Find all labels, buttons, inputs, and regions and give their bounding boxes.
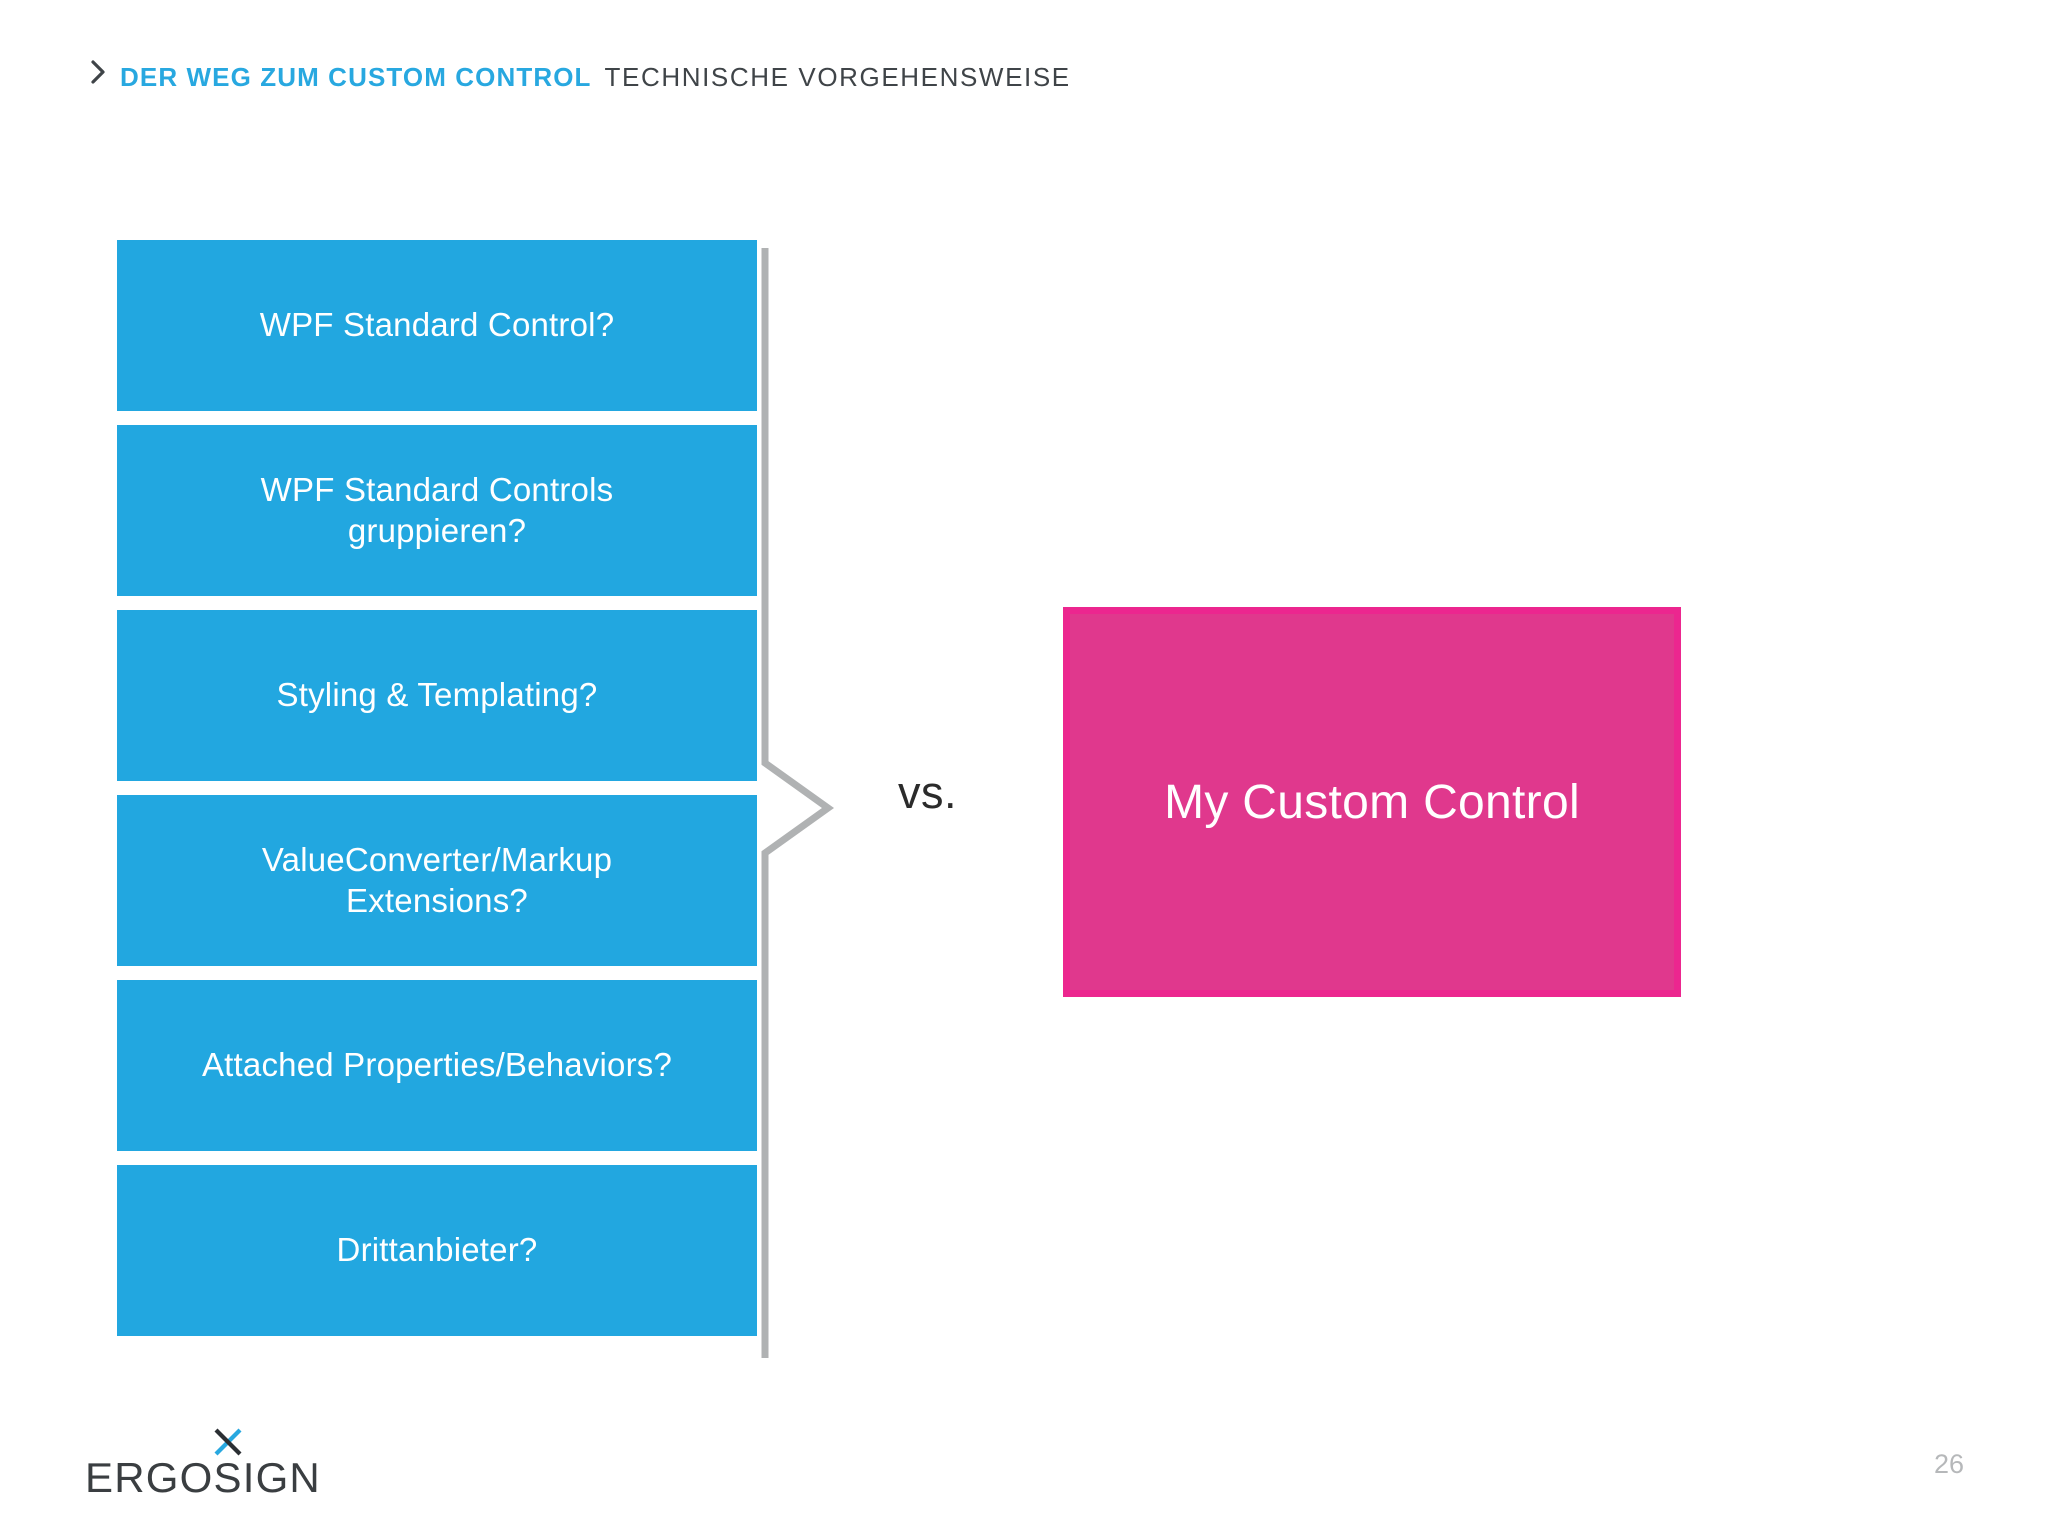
ergosign-wordmark: ERGOSIGN [85,1454,321,1501]
connector-polyline [760,248,870,1358]
custom-control-label: My Custom Control [1164,775,1580,829]
ergosign-logo: ERGOSIGN [85,1424,325,1514]
option-box-label: Drittanbieter? [336,1231,538,1269]
option-box-valueconverter-markup-extensions[interactable]: ValueConverter/Markup Extensions? [117,795,757,966]
page-number: 26 [1934,1449,1965,1479]
vs-label: vs. [898,767,958,818]
slide-header: DER WEG ZUM CUSTOM CONTROL TECHNISCHE VO… [88,58,1071,93]
option-box-label: Styling & Templating? [276,676,598,714]
option-box-styling-templating[interactable]: Styling & Templating? [117,610,757,781]
custom-control-box[interactable]: My Custom Control [1063,607,1681,997]
page-title-primary: DER WEG ZUM CUSTOM CONTROL [120,62,592,92]
option-box-drittanbieter[interactable]: Drittanbieter? [117,1165,757,1336]
option-stack: WPF Standard Control? WPF Standard Contr… [117,240,757,1350]
chevron-right-bracket-icon [761,248,835,1358]
option-box-attached-properties-behaviors[interactable]: Attached Properties/Behaviors? [117,980,757,1151]
option-box-wpf-standard-control[interactable]: WPF Standard Control? [117,240,757,411]
option-box-label: ValueConverter/Markup Extensions? [261,841,613,919]
option-box-wpf-standard-controls-gruppieren[interactable]: WPF Standard Controls gruppieren? [117,425,757,596]
page-title-secondary: TECHNISCHE VORGEHENSWEISE [604,62,1071,92]
option-box-label: WPF Standard Controls gruppieren? [260,471,614,549]
option-box-label: WPF Standard Control? [259,306,615,344]
option-box-label: Attached Properties/Behaviors? [201,1046,673,1084]
ergosign-x-mark-icon [210,1424,246,1460]
chevron-right-icon [88,58,110,86]
